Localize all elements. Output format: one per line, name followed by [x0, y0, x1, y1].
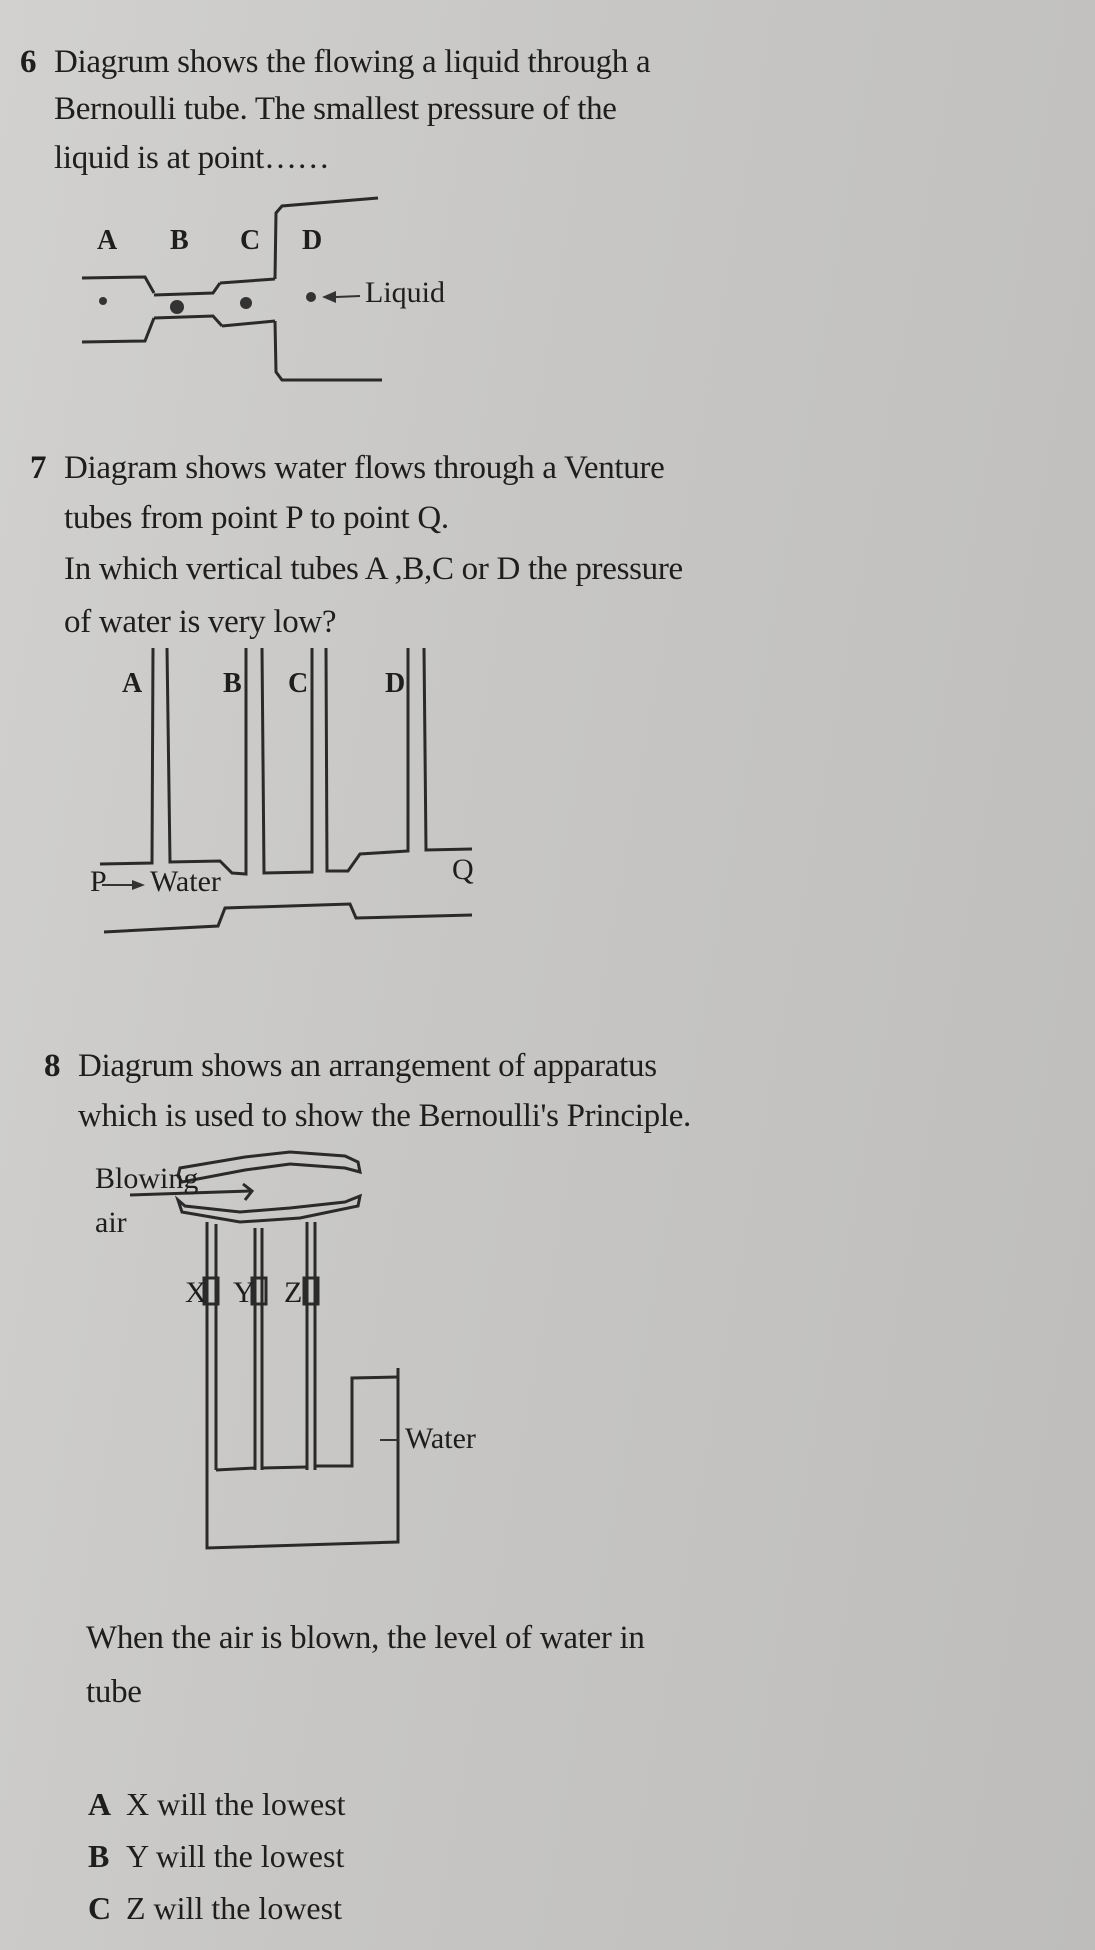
follow-up-text: tube	[86, 1674, 142, 1710]
liquid-label: Liquid	[365, 276, 445, 309]
point-label-c: C	[240, 225, 261, 256]
question-number: 8	[44, 1048, 61, 1084]
tube-label-a: A	[122, 668, 143, 699]
option-letter: A	[88, 1786, 112, 1822]
question-number: 6	[20, 44, 37, 80]
follow-up-text: When the air is blown, the level of wate…	[86, 1620, 645, 1656]
question-text-line: Bernoulli tube. The smallest pressure of…	[54, 91, 617, 127]
question-text-line: In which vertical tubes A ,B,C or D the …	[64, 551, 683, 587]
air-label: air	[95, 1206, 127, 1239]
option-text: Z will the lowest	[126, 1890, 342, 1926]
question-text-line: Diagram shows water flows through a Vent…	[64, 450, 665, 486]
option-text: Y will the lowest	[126, 1838, 345, 1874]
question-text-line: Diagrum shows the flowing a liquid throu…	[54, 44, 651, 80]
point-label-d: D	[302, 225, 323, 256]
point-label-b: B	[170, 225, 189, 256]
option-letter: B	[88, 1838, 110, 1874]
water-label: Water	[405, 1422, 476, 1455]
question-number: 7	[30, 450, 47, 486]
option-a[interactable]: A X will the lowest	[88, 1786, 346, 1823]
tube-label-d: D	[385, 668, 406, 699]
question-text-line: Diagrum shows an arrangement of apparatu…	[78, 1048, 657, 1084]
tube-label-y: Y	[233, 1276, 255, 1309]
option-letter: C	[88, 1890, 112, 1926]
tube-label-b: B	[223, 668, 242, 699]
option-b[interactable]: B Y will the lowest	[88, 1838, 344, 1875]
tube-label-x: X	[185, 1276, 207, 1309]
water-label: Water	[150, 865, 221, 898]
tube-label-c: C	[288, 668, 309, 699]
question-text-line: tubes from point P to point Q.	[64, 500, 449, 536]
blowing-label: Blowing	[95, 1162, 199, 1195]
question-text-line: which is used to show the Bernoulli's Pr…	[78, 1098, 691, 1134]
point-label-q: Q	[452, 853, 474, 886]
point-label-p: P	[90, 865, 107, 898]
option-c[interactable]: C Z will the lowest	[88, 1890, 342, 1927]
question-text-line: liquid is at point……	[54, 140, 330, 176]
point-label-a: A	[97, 225, 118, 256]
option-text: X will the lowest	[126, 1786, 346, 1822]
tube-label-z: Z	[284, 1276, 303, 1309]
question-text-line: of water is very low?	[64, 604, 337, 640]
